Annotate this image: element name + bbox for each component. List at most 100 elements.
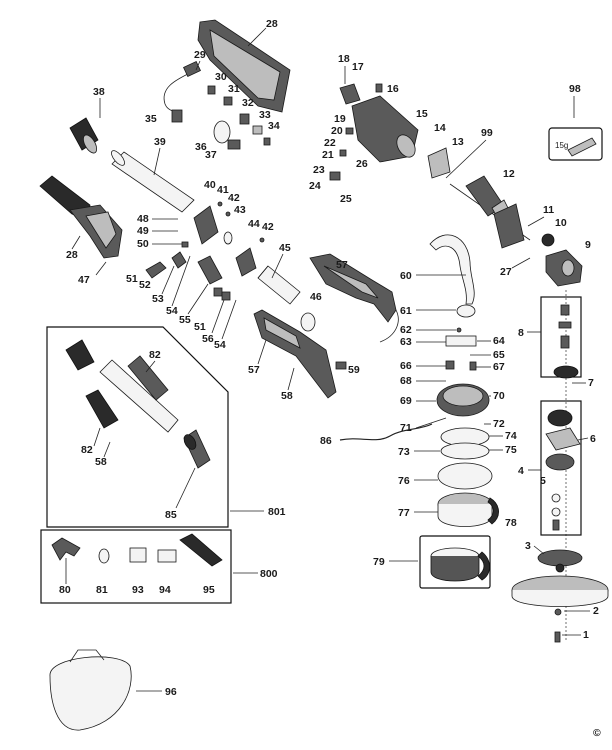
part-21 bbox=[339, 149, 347, 157]
grease-amount: 15g bbox=[555, 141, 568, 150]
part-51b bbox=[213, 287, 223, 297]
label-25: 25 bbox=[340, 193, 352, 205]
label-86: 86 bbox=[320, 435, 332, 447]
label-37: 37 bbox=[205, 149, 217, 161]
label-29: 29 bbox=[194, 49, 206, 61]
label-76: 76 bbox=[398, 475, 410, 487]
label-24: 24 bbox=[309, 180, 321, 192]
ring-76 bbox=[437, 462, 493, 490]
label-75: 75 bbox=[505, 444, 517, 456]
label-71: 71 bbox=[400, 422, 412, 434]
hose-60 bbox=[429, 234, 475, 305]
label-19: 19 bbox=[334, 113, 346, 125]
label-65: 65 bbox=[493, 349, 505, 361]
seal-78 bbox=[487, 497, 499, 525]
fan-housing-70 bbox=[436, 383, 490, 417]
label-43: 43 bbox=[234, 204, 246, 216]
label-38: 38 bbox=[93, 86, 105, 98]
label-800: 800 bbox=[260, 568, 278, 580]
label-45: 45 bbox=[279, 242, 291, 254]
label-94: 94 bbox=[159, 584, 171, 596]
label-63: 63 bbox=[400, 336, 412, 348]
label-78: 78 bbox=[505, 517, 517, 529]
part-34 bbox=[263, 137, 271, 146]
copyright-mark: © bbox=[593, 727, 601, 739]
label-6: 6 bbox=[590, 433, 596, 445]
tube-45 bbox=[257, 265, 301, 305]
part-23 bbox=[329, 171, 341, 181]
label-60: 60 bbox=[400, 270, 412, 282]
label-82a: 82 bbox=[149, 349, 161, 361]
part-55 bbox=[197, 255, 223, 285]
label-5: 5 bbox=[540, 475, 546, 487]
label-12: 12 bbox=[503, 168, 515, 180]
label-57: 57 bbox=[336, 259, 348, 271]
label-54b: 54 bbox=[214, 339, 226, 351]
label-13: 13 bbox=[452, 136, 464, 148]
label-8: 8 bbox=[518, 327, 524, 339]
label-46: 46 bbox=[310, 291, 322, 303]
part-16 bbox=[375, 83, 383, 93]
motor-housing-15 bbox=[351, 95, 419, 163]
grip-38 bbox=[69, 117, 99, 154]
label-20: 20 bbox=[331, 125, 343, 137]
grease-box-98 bbox=[548, 127, 603, 161]
label-85: 85 bbox=[165, 509, 177, 521]
label-99: 99 bbox=[481, 127, 493, 139]
part-31 bbox=[223, 96, 233, 106]
assembly-box-801 bbox=[46, 326, 229, 528]
part-64 bbox=[445, 335, 477, 347]
power-cable bbox=[163, 60, 201, 123]
part-94 bbox=[157, 549, 177, 563]
label-49: 49 bbox=[137, 225, 149, 237]
label-93: 93 bbox=[132, 584, 144, 596]
label-68: 68 bbox=[400, 375, 412, 387]
label-44: 44 bbox=[248, 218, 260, 230]
label-79: 79 bbox=[373, 556, 385, 568]
part-81 bbox=[98, 548, 110, 564]
part-52 bbox=[145, 261, 167, 279]
label-69: 69 bbox=[400, 395, 412, 407]
label-16: 16 bbox=[387, 83, 399, 95]
label-77: 77 bbox=[398, 507, 410, 519]
label-62: 62 bbox=[400, 324, 412, 336]
part-80 bbox=[51, 537, 81, 561]
label-53: 53 bbox=[152, 293, 164, 305]
label-30: 30 bbox=[215, 71, 227, 83]
carry-case-96 bbox=[49, 656, 132, 731]
part-61 bbox=[456, 304, 476, 318]
label-58: 58 bbox=[281, 390, 293, 402]
grease-tube bbox=[567, 137, 597, 157]
label-72: 72 bbox=[493, 418, 505, 430]
label-34: 34 bbox=[268, 120, 280, 132]
guard-57-lower bbox=[253, 309, 337, 399]
part-37 bbox=[227, 139, 241, 150]
label-47: 47 bbox=[78, 274, 90, 286]
part-43 bbox=[223, 231, 233, 245]
gear-housing-9 bbox=[545, 249, 583, 287]
label-52: 52 bbox=[139, 279, 151, 291]
label-74: 74 bbox=[505, 430, 517, 442]
label-33: 33 bbox=[259, 109, 271, 121]
label-70: 70 bbox=[493, 390, 505, 402]
part-30 bbox=[207, 85, 216, 95]
label-14: 14 bbox=[434, 122, 446, 134]
part-42b bbox=[259, 237, 265, 243]
label-801: 801 bbox=[268, 506, 286, 518]
part-11 bbox=[493, 203, 525, 249]
part-10 bbox=[541, 233, 555, 247]
part-44 bbox=[235, 247, 257, 277]
label-28b: 28 bbox=[66, 249, 78, 261]
label-35: 35 bbox=[145, 113, 157, 125]
label-32: 32 bbox=[242, 97, 254, 109]
label-23: 23 bbox=[313, 164, 325, 176]
part-93 bbox=[129, 547, 147, 563]
assembly-box-800 bbox=[40, 529, 232, 604]
label-31: 31 bbox=[228, 83, 240, 95]
label-18: 18 bbox=[338, 53, 350, 65]
part-59 bbox=[335, 361, 347, 370]
label-51b: 51 bbox=[194, 321, 206, 333]
part-36 bbox=[213, 120, 231, 144]
part-41 bbox=[217, 201, 223, 207]
label-1: 1 bbox=[583, 629, 589, 641]
